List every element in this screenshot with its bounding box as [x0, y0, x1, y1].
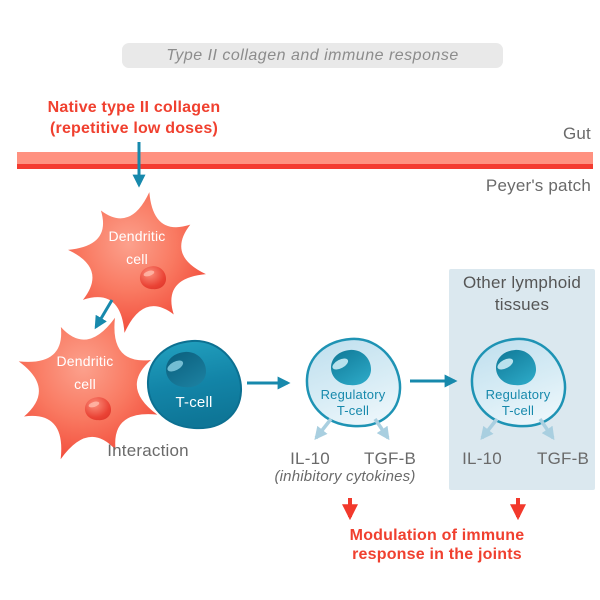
dendritic-cell-2-label-line1: Dendritic [56, 353, 114, 369]
regulatory-t-cell-2-label: Regulatory T-cell [478, 387, 558, 419]
diagram-title: Type II collagen and immune response [166, 46, 459, 64]
regulatory-t-cell-1-nucleus [330, 349, 372, 386]
arrow-reg2-to-tgfb [538, 418, 555, 441]
gut-label: Gut [562, 124, 591, 143]
regulatory-t-cell-2-label-line1: Regulatory [485, 387, 551, 402]
t-cell-label: T-cell [175, 394, 213, 411]
inhibitory-cytokines-label: (inhibitory cytokines) [274, 468, 416, 485]
arrow-reg2-to-il10 [480, 417, 499, 441]
regulatory-t-cell-2-label-line2: T-cell [501, 403, 535, 418]
arrow-dendritic-migration [94, 299, 114, 330]
dendritic-cell-1-label: Dendritic cell [97, 225, 177, 271]
gut-barrier-bar [17, 152, 593, 164]
collagen-label-line2: (repetitive low doses) [50, 120, 218, 137]
t-cell-nucleus [165, 351, 207, 388]
gut-barrier-line [17, 164, 593, 169]
interaction-label: Interaction [107, 441, 189, 460]
dendritic-cell-2-label-line2: cell [74, 376, 96, 392]
tgfb-left-label: TGF-B [364, 449, 416, 468]
lymphoid-box-title: Other lymphoid tissues [449, 272, 595, 316]
il10-right-label: IL-10 [462, 449, 502, 468]
lymphoid-box-title-line1: Other lymphoid [462, 273, 582, 292]
peyers-patch-label: Peyer's patch [485, 176, 591, 195]
dendritic-cell-2-nucleus [84, 397, 112, 421]
regulatory-t-cell-1-label: Regulatory T-cell [313, 387, 393, 419]
regulatory-t-cell-1-label-line1: Regulatory [320, 387, 386, 402]
modulation-outcome-label: Modulation of immune response in the joi… [317, 526, 557, 564]
collagen-label: Native type II collagen (repetitive low … [24, 97, 244, 139]
dendritic-cell-2-label: Dendritic cell [45, 350, 125, 396]
title-banner: Type II collagen and immune response [122, 43, 503, 68]
arrow-reg1-to-tgfb [373, 418, 390, 441]
arrow-reg1-to-il10 [314, 417, 333, 441]
modulation-outcome-line2: response in the joints [352, 546, 522, 563]
il10-left-label: IL-10 [290, 449, 330, 468]
tgfb-right-label: TGF-B [537, 449, 589, 468]
lymphoid-box-title-line2: tissues [494, 295, 550, 314]
regulatory-t-cell-1-label-line2: T-cell [336, 403, 370, 418]
regulatory-t-cell-2-nucleus [495, 349, 537, 386]
dendritic-cell-1-nucleus [139, 266, 167, 290]
dendritic-cell-1-label-line2: cell [126, 251, 148, 267]
dendritic-cell-1-label-line1: Dendritic [108, 228, 166, 244]
collagen-label-line1: Native type II collagen [47, 99, 221, 116]
modulation-outcome-line1: Modulation of immune [349, 527, 525, 544]
